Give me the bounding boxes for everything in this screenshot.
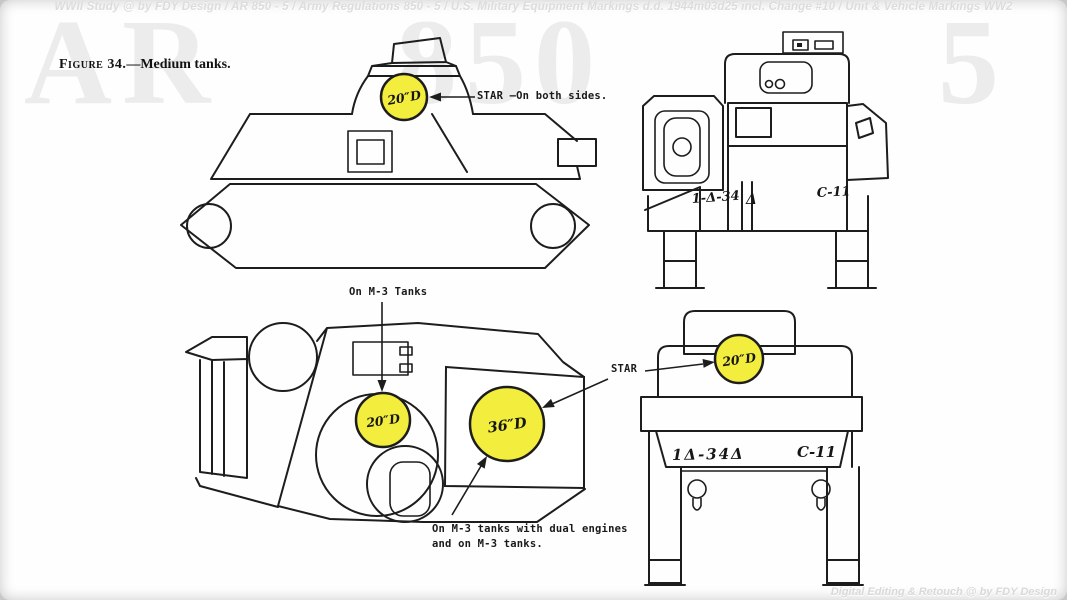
- rear-toolbox-inner: [654, 110, 710, 184]
- rear-tactical-triangle: Δ: [745, 192, 757, 208]
- front-lower-hull: [681, 470, 827, 511]
- overhead-hull: [277, 322, 586, 523]
- arrow-head-star-to-panel: [542, 398, 555, 408]
- track-assembly: [180, 183, 590, 269]
- rear-top-box-dot: [797, 43, 802, 47]
- rear-registration-left: 1-Δ-34: [691, 189, 740, 207]
- rear-toolbox-inner2: [663, 117, 701, 177]
- front-shackle-right: [811, 479, 831, 499]
- overhead-rotor-hatch: [389, 461, 431, 517]
- rear-periscope-1: [764, 79, 774, 89]
- dual-engines-label: On M-3 tanks with dual engines and on M-…: [432, 522, 628, 552]
- star-marker-front-turret-label: 20″D: [720, 350, 757, 370]
- arrow-line-star-to-panel: [551, 378, 609, 405]
- overhead-turret-circle: [248, 322, 318, 392]
- rear-top-boxes: [782, 31, 844, 54]
- front-left-track: [644, 430, 686, 586]
- overhead-hatch: [352, 341, 413, 376]
- star-label: STAR: [611, 363, 638, 375]
- watermark-title-5: 5: [938, 0, 999, 130]
- track-wheel-front: [530, 203, 576, 249]
- dual-engines-label-line1: On M-3 tanks with dual engines: [432, 523, 628, 535]
- arrow-head-turret-star: [429, 92, 441, 102]
- arrow-line-star-to-front: [644, 363, 704, 372]
- overhead-left-rails: [185, 336, 279, 508]
- watermark-bottom-text: Digital Editing & Retouch @ by FDY Desig…: [830, 586, 1057, 598]
- hull-hatch: [347, 130, 393, 173]
- overhead-gun-rotor: [366, 445, 444, 523]
- tank-front-view: 20″D 1Δ-34Δ C-11: [640, 310, 864, 586]
- tank-side-view: 20″D: [180, 37, 597, 269]
- arrow-head-on-m3: [377, 380, 387, 392]
- front-shackle-left: [687, 479, 707, 499]
- star-marker-turret-side-label: 20″D: [385, 87, 422, 108]
- figure-caption-label: Figure 34.: [59, 57, 127, 72]
- on-m3-tanks-label: On M-3 Tanks: [349, 286, 428, 298]
- rear-cupola-hatch: [759, 61, 813, 94]
- rear-body: [727, 102, 848, 232]
- rear-toolbox-cap: [672, 137, 692, 157]
- watermark-title-ar: AR: [24, 0, 221, 130]
- front-fender: [640, 396, 863, 432]
- figure-caption-title: —Medium tanks.: [126, 57, 231, 72]
- front-registration-right: C-11: [797, 443, 836, 461]
- star-marker-deck: [354, 391, 412, 449]
- dual-engines-label-line2: and on M-3 tanks.: [432, 538, 543, 550]
- star-marker-front-turret: [713, 333, 765, 385]
- star-marker-turret-side: [379, 72, 429, 122]
- track-wheel-rear: [186, 203, 232, 249]
- rear-left-toolbox: [642, 95, 724, 191]
- tank-overhead-view: 20″D 36″D: [185, 302, 609, 523]
- arrow-head-dual-note: [476, 456, 487, 469]
- rear-cupola: [724, 53, 850, 104]
- figure-caption: Figure 34.—Medium tanks.: [59, 57, 231, 73]
- rear-registration-right: C-11: [816, 184, 851, 201]
- star-marker-panel-label: 36″D: [487, 414, 529, 436]
- watermark-top-text: WWII Study @ by FDY Design / AR 850 - 5 …: [54, 1, 1013, 13]
- star-marker-deck-label: 20″D: [364, 411, 401, 431]
- front-right-track: [822, 430, 864, 586]
- star-both-sides-label: STAR —On both sides.: [477, 90, 608, 102]
- front-registration-left: 1Δ-34Δ: [672, 445, 745, 464]
- tank-rear-view: 1-Δ-34 Δ C-11: [642, 31, 889, 289]
- hull-side: [210, 113, 597, 180]
- rear-undercarriage: [644, 181, 877, 289]
- front-glacis: [655, 430, 849, 468]
- arrow-line-dual-note: [451, 465, 482, 516]
- rear-periscope-2: [774, 78, 786, 90]
- star-marker-panel: [468, 385, 546, 463]
- arrow-head-star-to-front: [702, 358, 715, 368]
- rear-right-sponson: [846, 103, 889, 181]
